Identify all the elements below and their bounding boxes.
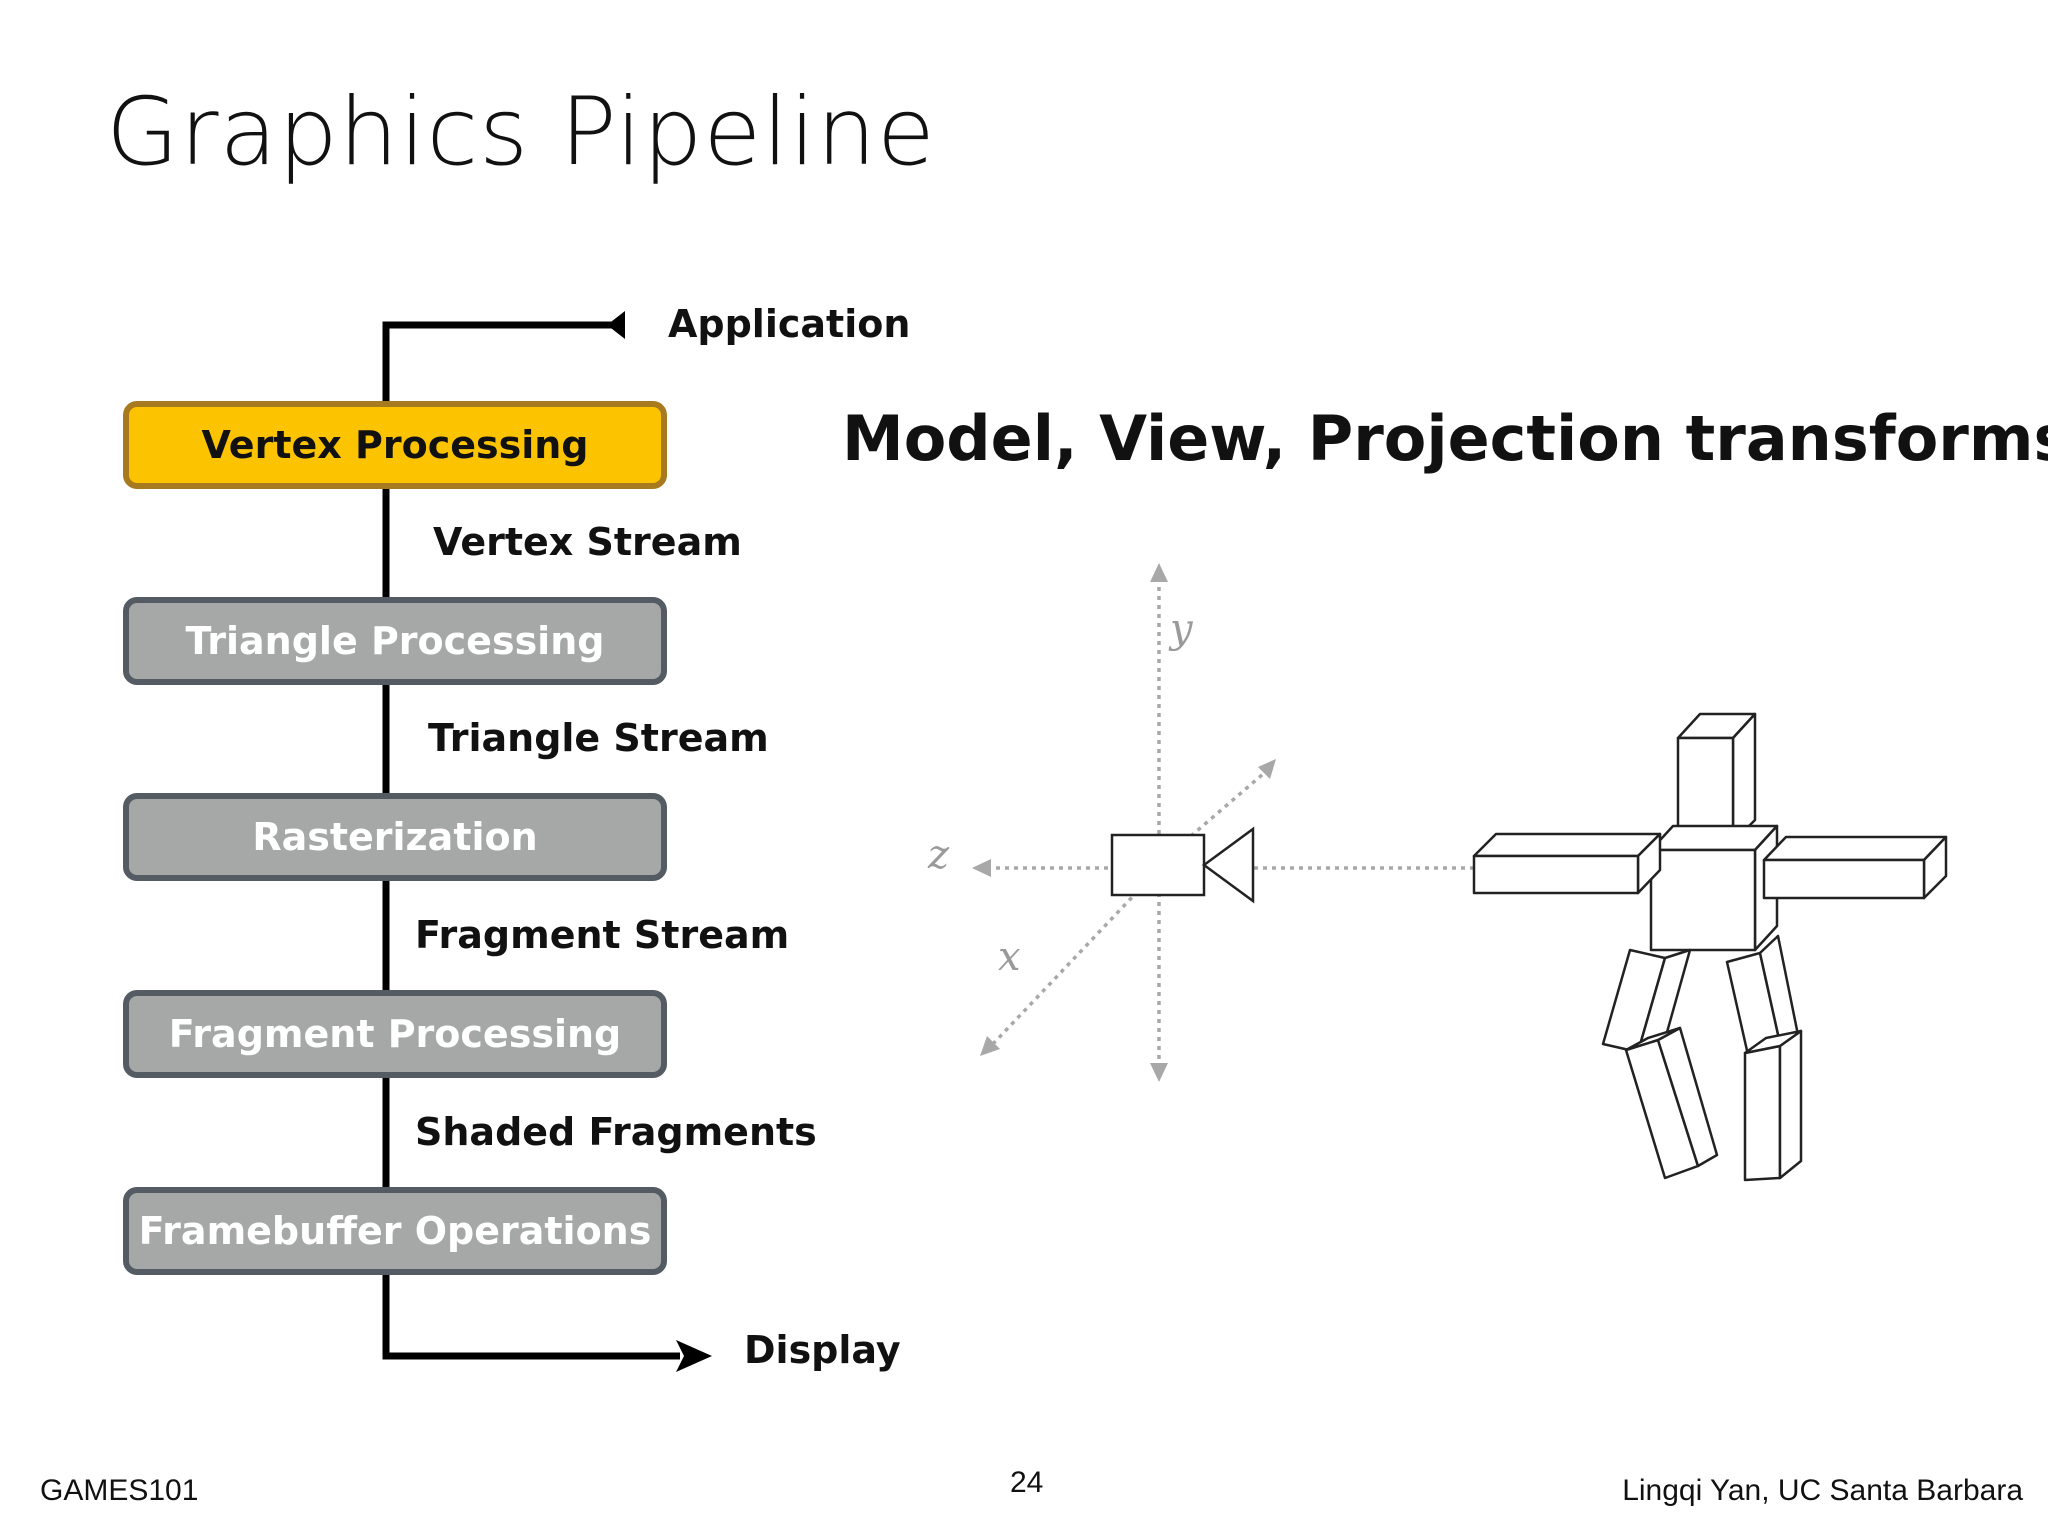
robot-right-arm [1762, 835, 1948, 900]
display-arrowhead [676, 1340, 712, 1372]
display-label: Display [744, 1328, 901, 1372]
fragment-stream-label: Fragment Stream [415, 913, 790, 957]
transforms-heading: Model, View, Projection transforms [842, 402, 2048, 475]
y-axis-arrowhead-bottom [1150, 1063, 1168, 1082]
camera-axes [985, 578, 1475, 1070]
footer-author: Lingqi Yan, UC Santa Barbara [1622, 1474, 2023, 1507]
z-axis-label: z [928, 832, 950, 878]
robot-right-lower-leg [1743, 1029, 1803, 1182]
footer-course: GAMES101 [40, 1474, 199, 1507]
robot-torso [1649, 824, 1779, 952]
depth-axis-line [1182, 766, 1272, 844]
page-number: 24 [1010, 1466, 1044, 1499]
application-arrowhead [607, 311, 625, 339]
camera-icon [1110, 826, 1255, 904]
robot-left-arm [1472, 832, 1662, 895]
depth-axis-arrowhead [1258, 759, 1276, 779]
stage-rasterization: Rasterization [123, 793, 667, 881]
shaded-fragments-label: Shaded Fragments [415, 1110, 817, 1154]
z-axis-arrowhead [972, 859, 991, 877]
robot-figure [1472, 712, 1948, 1182]
axis-arrowheads [972, 563, 1276, 1082]
vertex-stream-label: Vertex Stream [433, 520, 742, 564]
stage-vertex-processing: Vertex Processing [123, 401, 667, 489]
application-label: Application [668, 302, 911, 346]
triangle-stream-label: Triangle Stream [428, 716, 769, 760]
stage-fragment-processing: Fragment Processing [123, 990, 667, 1078]
stage-triangle-processing: Triangle Processing [123, 597, 667, 685]
robot-left-lower-leg [1624, 1026, 1719, 1180]
x-axis-arrowhead [980, 1036, 1000, 1056]
y-axis-label: y [1170, 606, 1193, 652]
y-axis-arrowhead [1150, 563, 1168, 582]
slide-title: Graphics Pipeline [106, 78, 936, 187]
stage-framebuffer-operations: Framebuffer Operations [123, 1187, 667, 1275]
x-axis-label: x [998, 934, 1021, 980]
robot-head [1676, 712, 1757, 844]
